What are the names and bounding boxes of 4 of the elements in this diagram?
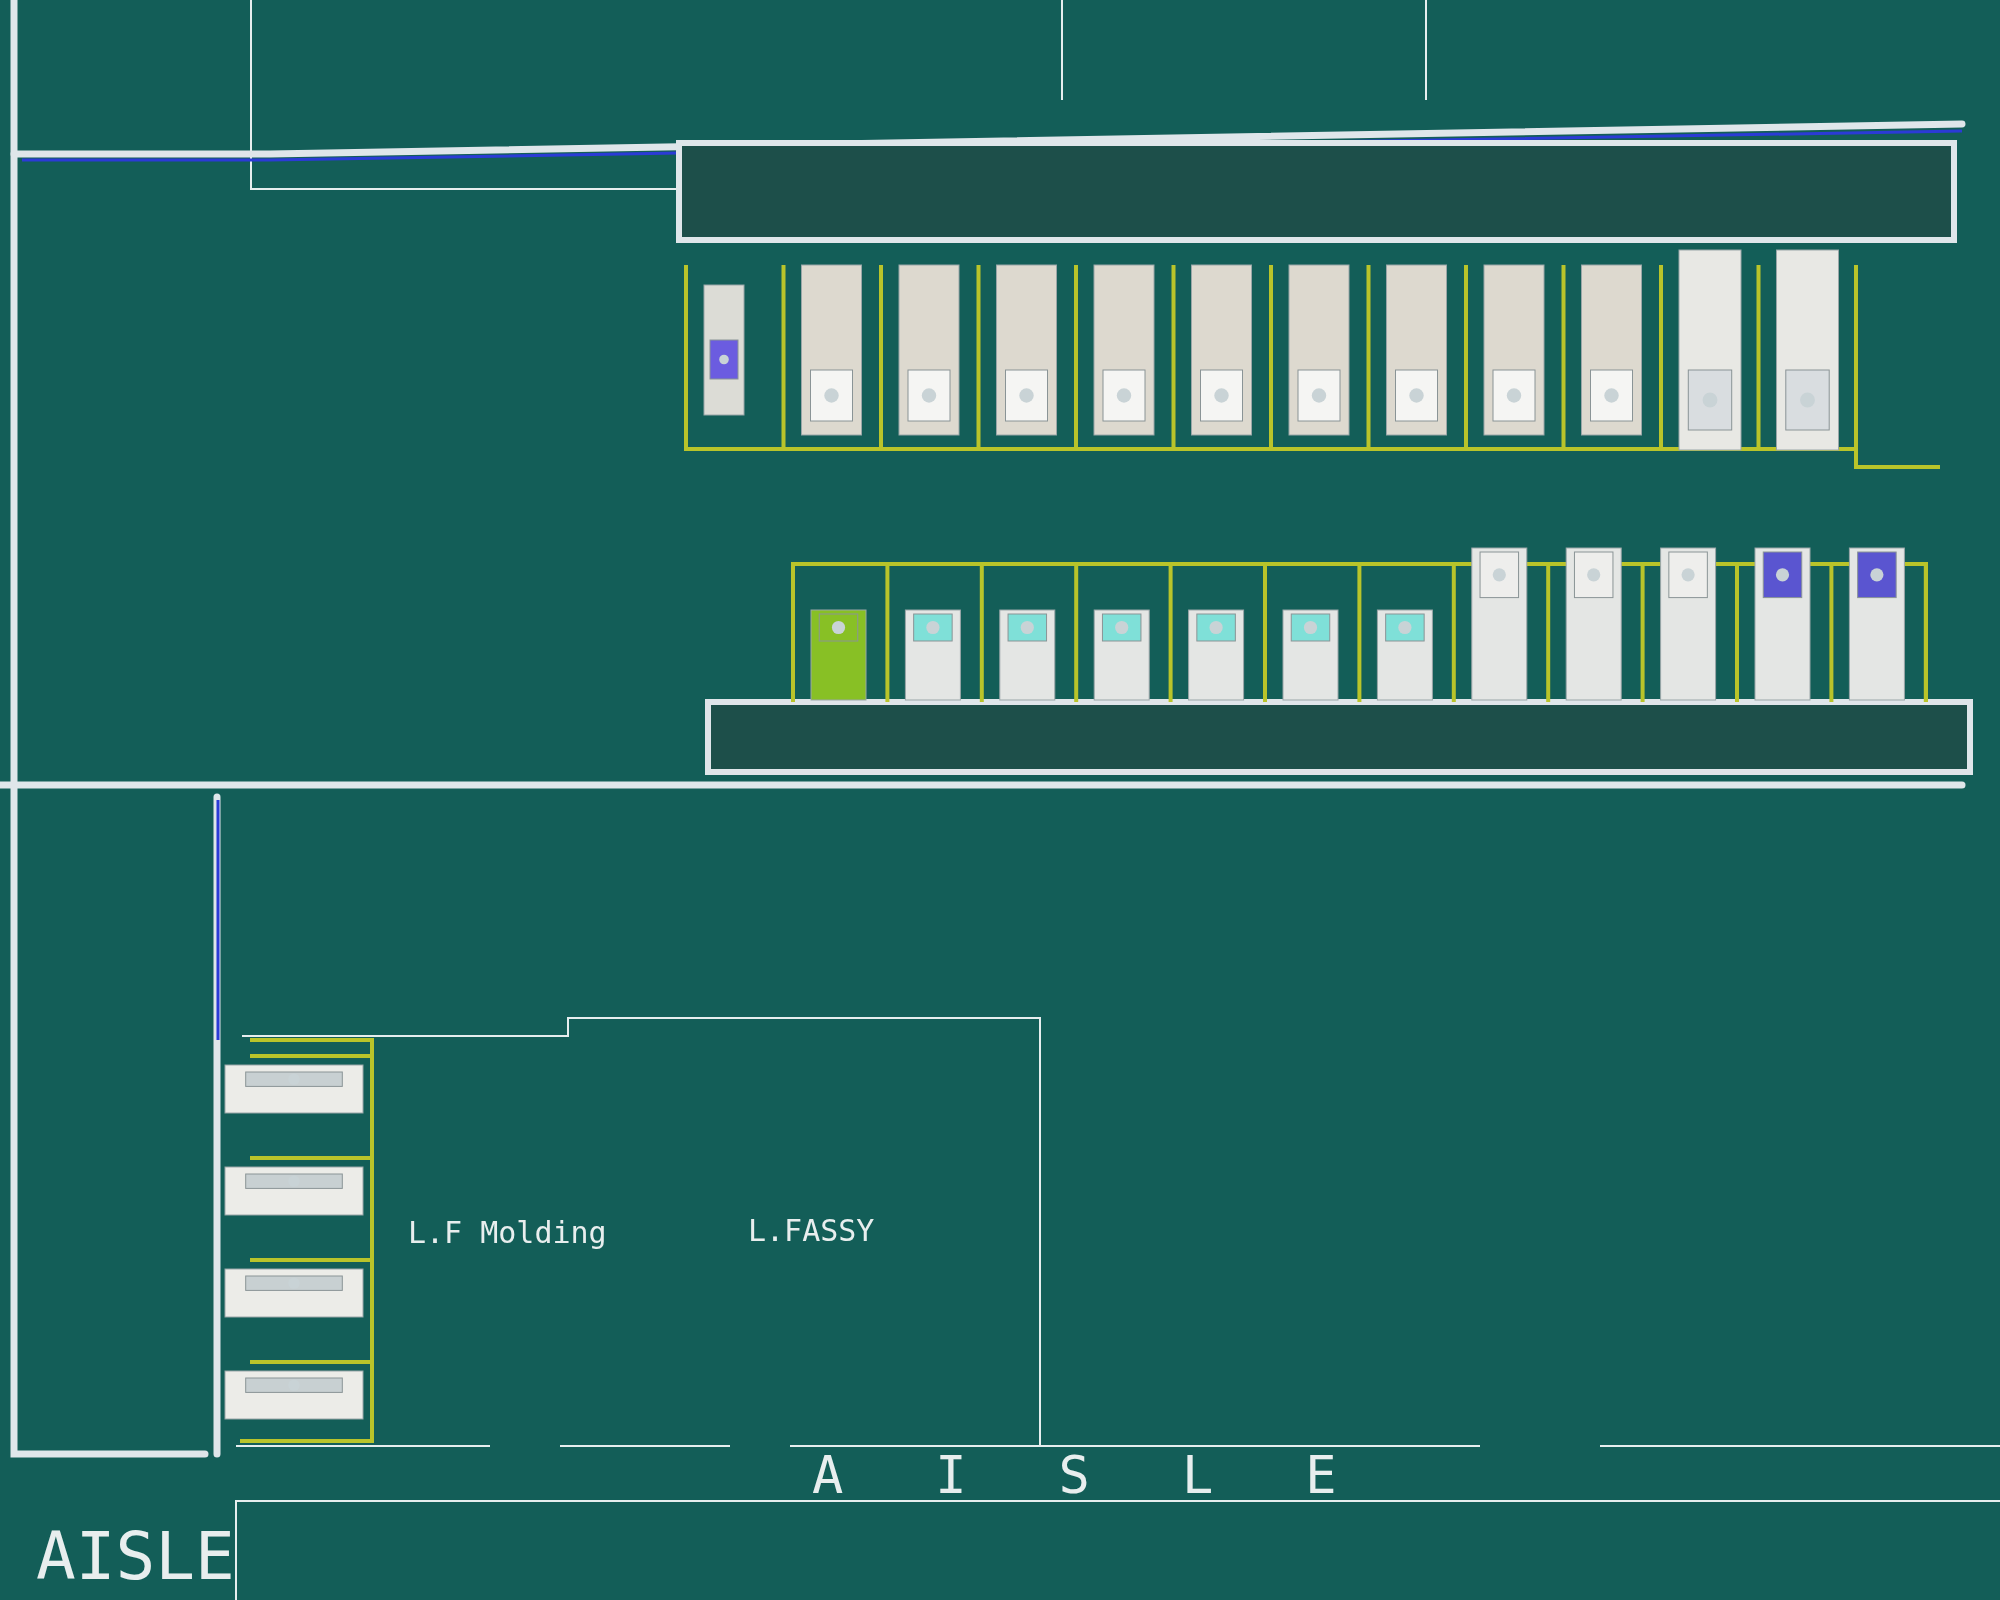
area-label: L.FASSY: [748, 1213, 875, 1248]
area-label: L.F Molding: [408, 1215, 607, 1250]
aisle-label: AISLE: [36, 1518, 235, 1595]
aisle-label: AISLE: [812, 1445, 1429, 1505]
